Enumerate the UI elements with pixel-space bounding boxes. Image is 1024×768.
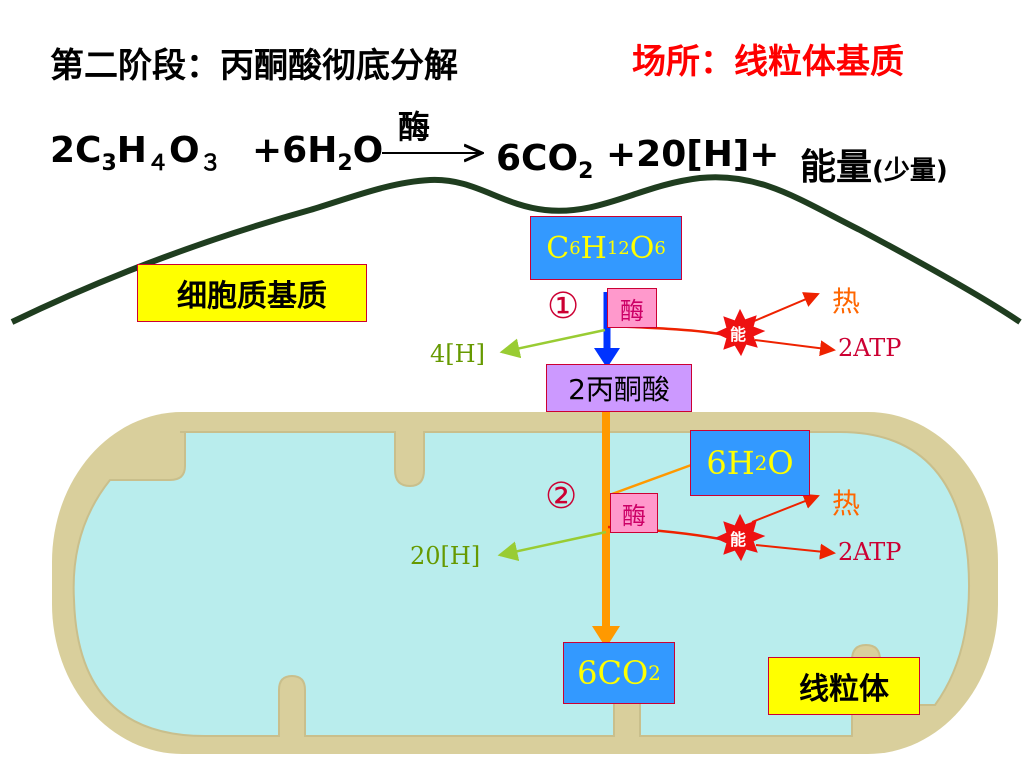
- pyruvate-box: 2丙酮酸: [546, 364, 692, 412]
- product1-sub: 2: [578, 159, 594, 185]
- step2-energy-label: 能: [730, 530, 747, 549]
- step1-heat-line: [751, 292, 820, 323]
- glucose-c-sub: 6: [569, 237, 581, 259]
- equation-enzyme: 酶: [398, 108, 431, 146]
- step1-number: ①: [547, 286, 580, 327]
- step1-atp: 2ATP: [838, 334, 902, 362]
- equation-product3: 能量(少量): [800, 138, 948, 190]
- page-title: 第二阶段：丙酮酸彻底分解: [50, 46, 458, 86]
- step1-arrowhead: [594, 348, 620, 368]
- product3-note: (少量): [872, 156, 948, 186]
- step2-enzyme: 酶: [610, 493, 658, 533]
- equation-product2: +20[H]+: [606, 134, 780, 175]
- water-line: [611, 462, 695, 496]
- energy-burst-1: [714, 308, 766, 357]
- reactant1-oxygen-sub: ３: [199, 151, 222, 177]
- step1-enzyme: 酶: [607, 288, 657, 328]
- water-h: 6H: [706, 444, 755, 482]
- mitochondria-label: 线粒体: [768, 657, 920, 715]
- step1-hydrogen-line: [499, 328, 606, 359]
- reactant1-carbon: 2C: [50, 130, 102, 171]
- reactant1-oxygen: O: [168, 130, 200, 171]
- glucose-o: O: [629, 230, 655, 266]
- energy-burst-2: [714, 513, 766, 562]
- glucose-o-sub: 6: [654, 237, 666, 259]
- step2-hydrogen-line: [497, 530, 607, 562]
- product3-energy: 能量: [800, 147, 873, 188]
- reactant2-oxygen: O: [352, 130, 384, 171]
- step1-heat: 热: [832, 285, 861, 318]
- product1-co: 6CO: [496, 138, 579, 179]
- step2-atp: 2ATP: [838, 538, 902, 566]
- co2-c: 6CO: [577, 654, 649, 692]
- step1-atp-line: [754, 339, 836, 357]
- reactant1-carbon-sub: 3: [101, 151, 117, 177]
- step1-hydrogen: 4[H]: [430, 340, 485, 368]
- water-h-sub: 2: [754, 451, 768, 475]
- equation-reactant1: 2C3H４O３: [50, 130, 222, 177]
- step2-heat-line: [751, 493, 820, 523]
- glucose-h-sub: 12: [606, 237, 630, 259]
- reactant1-hydrogen-sub: ４: [146, 151, 169, 177]
- step2-arrowhead: [592, 626, 620, 648]
- cell-membrane-curve: [10, 174, 1022, 325]
- glucose-h: H: [580, 230, 607, 266]
- equation-reactant2: +6H2O: [252, 130, 383, 176]
- step2-hydrogen: 20[H]: [410, 542, 481, 570]
- site-label: 场所：线粒体基质: [632, 42, 904, 82]
- step2-number: ②: [545, 476, 578, 517]
- water-o: O: [767, 444, 794, 482]
- equation-product1: 6CO2: [496, 138, 593, 184]
- step1-energy-label: 能: [730, 325, 747, 344]
- reactant1-hydrogen: H: [116, 130, 147, 171]
- step2-heat: 热: [832, 487, 861, 520]
- cytoplasm-label: 细胞质基质: [137, 264, 367, 322]
- co2-sub: 2: [648, 661, 661, 685]
- reactant2-hydrogen: +6H: [252, 130, 338, 171]
- step2-atp-line: [755, 543, 836, 560]
- glucose-c: C: [546, 230, 570, 266]
- reactant2-hydrogen-sub: 2: [337, 151, 353, 177]
